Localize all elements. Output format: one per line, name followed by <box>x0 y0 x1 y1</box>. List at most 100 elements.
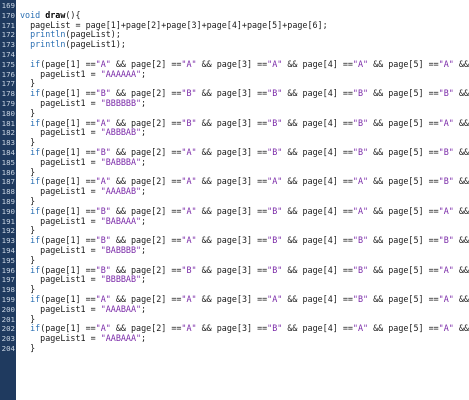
line-number: 186 <box>1 167 15 177</box>
code-text: } <box>20 137 36 148</box>
code-text: pageList1 = "AAABAA"; <box>40 303 147 314</box>
line-number: 195 <box>1 255 15 265</box>
code-line[interactable]: 186 } <box>0 166 450 178</box>
code-text: if(page[1] =="A" && page[2] =="A" && pag… <box>30 176 469 187</box>
line-number: 193 <box>1 236 15 246</box>
code-text: void draw(){ <box>20 9 81 20</box>
line-number: 187 <box>1 177 15 187</box>
code-text: } <box>20 107 36 118</box>
code-line[interactable]: 192 } <box>0 226 450 236</box>
code-line[interactable]: 173 println(pageList1); <box>0 39 450 50</box>
code-line[interactable]: 203 pageList1 = "AABAAA"; <box>0 333 450 344</box>
code-text: if(page[1] =="B" && page[2] =="A" && pag… <box>30 235 469 246</box>
code-line[interactable]: 202 if(page[1] =="A" && page[2] =="A" &&… <box>0 323 469 334</box>
code-line[interactable]: 176 pageList1 = "AAAAAA"; <box>0 68 450 80</box>
code-line[interactable]: 201 } <box>0 313 450 325</box>
code-line[interactable]: 170 void draw(){ <box>0 9 450 21</box>
code-text: pageList1 = "BBBBBB"; <box>40 97 147 108</box>
line-number: 194 <box>1 245 15 255</box>
code-line[interactable]: 181 if(page[1] =="A" && page[2] =="B" &&… <box>0 118 469 129</box>
line-number: 203 <box>1 334 15 344</box>
line-number: 172 <box>1 30 15 40</box>
code-text: if(page[1] =="A" && page[2] =="A" && pag… <box>30 293 469 304</box>
code-line[interactable]: 174 <box>0 50 450 60</box>
line-number: 170 <box>1 10 15 20</box>
code-line[interactable]: 187 if(page[1] =="A" && page[2] =="A" &&… <box>0 176 469 187</box>
code-text: if(page[1] =="A" && page[2] =="A" && pag… <box>30 58 469 69</box>
code-line[interactable]: 197 pageList1 = "BBBBAB"; <box>0 274 450 285</box>
code-line[interactable]: 195 } <box>0 255 450 266</box>
code-text: if(page[1] =="B" && page[2] =="B" && pag… <box>30 264 469 275</box>
line-number: 169 <box>1 1 15 10</box>
line-number: 201 <box>1 314 15 324</box>
code-line[interactable]: 190 if(page[1] =="B" && page[2] =="A" &&… <box>0 206 469 217</box>
code-line[interactable]: 188 pageList1 = "AAABAB"; <box>0 186 450 197</box>
line-number: 176 <box>1 69 15 79</box>
code-text: } <box>20 313 36 324</box>
code-text: pageList1 = "BABBBB"; <box>40 244 147 255</box>
code-text: if(page[1] =="A" && page[2] =="B" && pag… <box>30 117 469 128</box>
line-number: 177 <box>1 79 15 89</box>
code-text: if(page[1] =="B" && page[2] =="A" && pag… <box>30 146 469 157</box>
code-line[interactable]: 189 } <box>0 195 450 207</box>
code-line[interactable]: 172 println(pageList); <box>0 29 450 40</box>
code-text: } <box>20 195 36 206</box>
line-number: 185 <box>1 157 15 167</box>
line-number: 179 <box>1 98 15 108</box>
code-text: pageList1 = "AABAAA"; <box>40 333 147 344</box>
code-line[interactable]: 175 if(page[1] =="A" && page[2] =="A" &&… <box>0 59 469 70</box>
code-text: } <box>20 225 36 236</box>
line-number: 180 <box>1 108 15 118</box>
code-text: println(pageList); <box>30 29 121 40</box>
code-line[interactable]: 171 pageList = page[1]+page[2]+page[3]+p… <box>0 19 450 31</box>
line-number: 198 <box>1 285 15 295</box>
code-line[interactable]: 177 } <box>0 79 450 89</box>
line-number: 184 <box>1 147 15 157</box>
line-number-gutter <box>0 0 16 400</box>
line-number: 204 <box>1 343 15 353</box>
code-text: } <box>20 166 36 177</box>
code-text: pageList = page[1]+page[2]+page[3]+page[… <box>30 19 328 30</box>
code-text: pageList1 = "BBBBAB"; <box>40 274 147 285</box>
code-line[interactable]: 183 } <box>0 137 450 148</box>
code-text: } <box>20 78 36 89</box>
line-number: 183 <box>1 138 15 148</box>
code-text: pageList1 = "BABAAA"; <box>40 215 147 226</box>
code-line[interactable]: 194 pageList1 = "BABBBB"; <box>0 244 450 256</box>
line-number: 171 <box>1 20 15 30</box>
line-number: 181 <box>1 118 15 128</box>
code-line[interactable]: 193 if(page[1] =="B" && page[2] =="A" &&… <box>0 235 469 246</box>
code-line[interactable]: 199 if(page[1] =="A" && page[2] =="A" &&… <box>0 294 469 305</box>
code-line[interactable]: 196 if(page[1] =="B" && page[2] =="B" &&… <box>0 265 469 276</box>
code-line[interactable]: 184 if(page[1] =="B" && page[2] =="A" &&… <box>0 147 469 158</box>
code-line[interactable]: 200 pageList1 = "AAABAA"; <box>0 303 450 315</box>
code-line[interactable]: 180 } <box>0 107 450 119</box>
code-line[interactable]: 179 pageList1 = "BBBBBB"; <box>0 97 450 109</box>
code-text: } <box>20 284 36 295</box>
code-text: if(page[1] =="B" && page[2] =="B" && pag… <box>30 88 469 99</box>
code-line[interactable]: 198 } <box>0 284 450 295</box>
line-number: 173 <box>1 40 15 50</box>
code-line[interactable]: 191 pageList1 = "BABAAA"; <box>0 215 450 227</box>
code-text: } <box>20 342 36 353</box>
code-line[interactable]: 169 <box>0 1 450 11</box>
line-number: 197 <box>1 275 15 285</box>
line-number: 188 <box>1 187 15 197</box>
code-line[interactable]: 204 } <box>0 342 450 354</box>
line-number: 192 <box>1 226 15 236</box>
line-number: 200 <box>1 304 15 314</box>
line-number: 196 <box>1 265 15 275</box>
line-number: 182 <box>1 128 15 138</box>
code-text: pageList1 = "AAAAAA"; <box>40 68 147 79</box>
line-number: 202 <box>1 324 15 334</box>
code-line[interactable]: 185 pageList1 = "BABBBA"; <box>0 157 450 168</box>
code-text: if(page[1] =="A" && page[2] =="A" && pag… <box>30 323 469 334</box>
line-number: 189 <box>1 196 15 206</box>
line-number: 178 <box>1 89 15 99</box>
code-line[interactable]: 178 if(page[1] =="B" && page[2] =="B" &&… <box>0 88 469 99</box>
line-number: 199 <box>1 294 15 304</box>
code-line[interactable]: 182 pageList1 = "ABBBAB"; <box>0 127 450 138</box>
line-number: 175 <box>1 59 15 69</box>
